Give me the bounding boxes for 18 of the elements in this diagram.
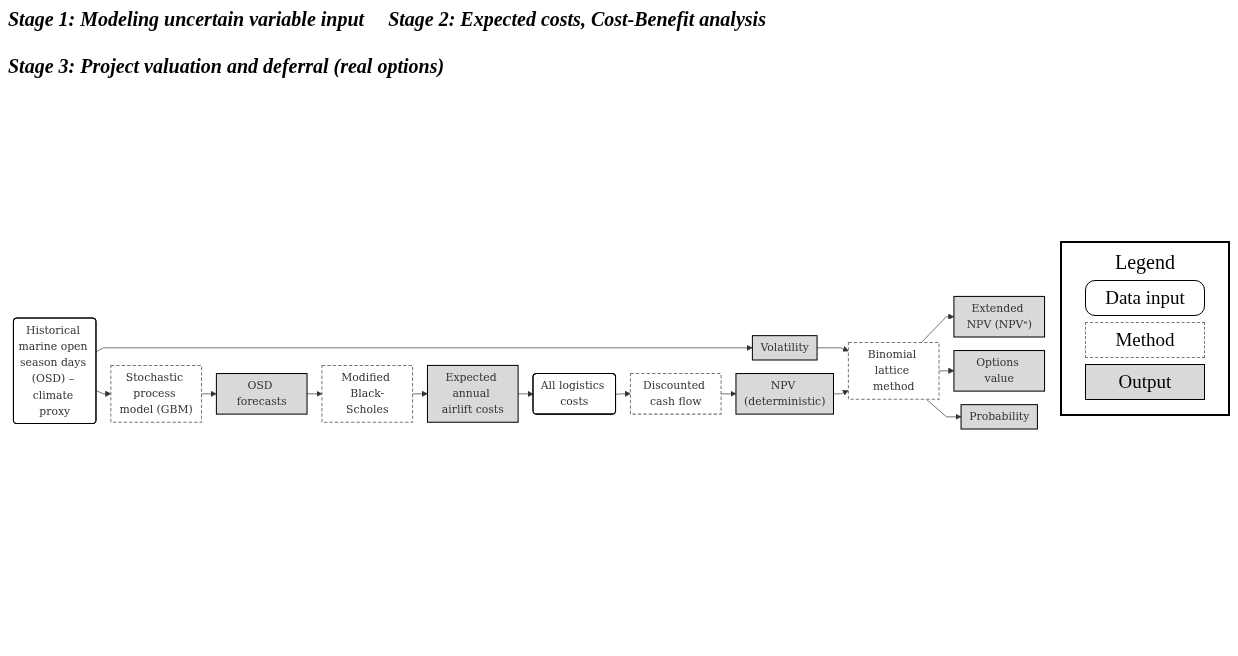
stage-heading: Stage 1: Modeling uncertain variable input	[8, 8, 365, 31]
node-box: Modified Black-Scholes	[321, 365, 414, 424]
legend-item: Data input	[1085, 279, 1205, 316]
node-box: Volatility	[751, 335, 818, 361]
legend-title: Legend	[1114, 250, 1176, 274]
node-box: NPV (deterministic)	[735, 373, 834, 415]
node-box: OSD forecasts	[215, 373, 308, 415]
node-box: Binomial lattice method	[847, 342, 940, 401]
node-box: Stochastic process model (GBM)	[110, 365, 202, 424]
node-box: Options value	[953, 350, 1046, 392]
node-box: Extended NPV (NPVᵉ)	[953, 296, 1046, 338]
legend-item: Output	[1085, 363, 1205, 400]
stage-heading: Stage 3: Project valuation and deferral (real options)	[8, 55, 445, 78]
stage-heading: Stage 2: Expected costs, Cost-Benefit analysis	[388, 8, 766, 31]
node-box: Probability	[960, 404, 1038, 430]
legend-item: Method	[1085, 321, 1205, 358]
node-box: Discounted cash flow	[629, 373, 722, 415]
node-box: Expected annual airlift costs	[426, 365, 519, 424]
